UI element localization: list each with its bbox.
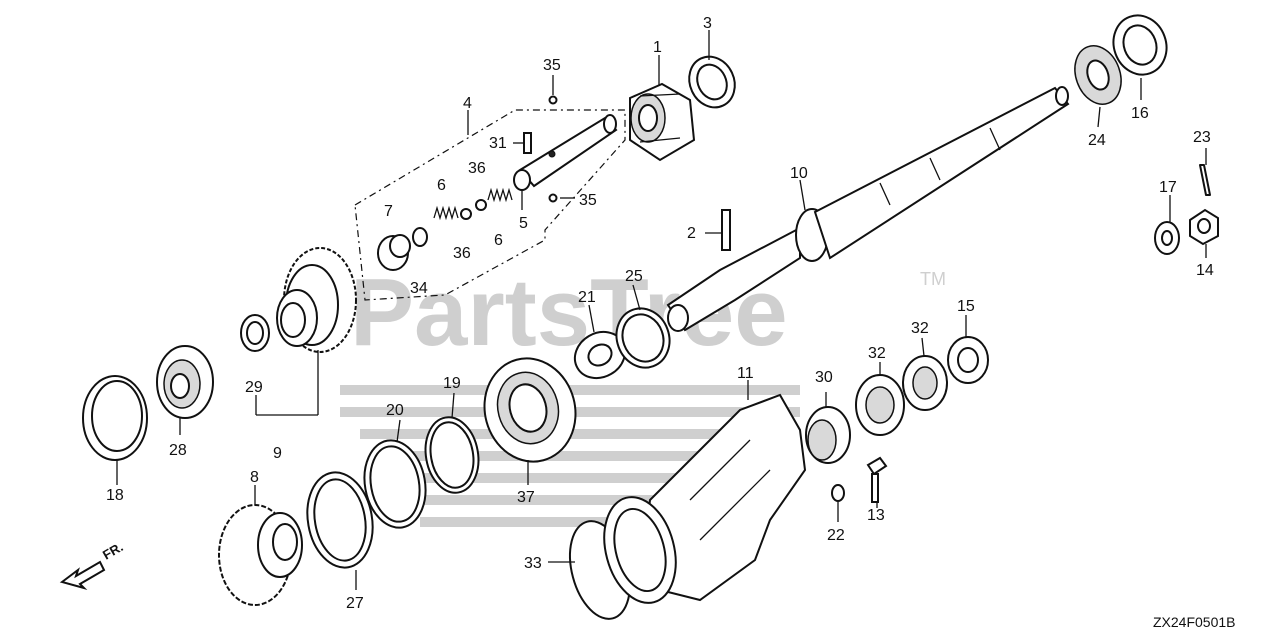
callout-6-right[interactable]: 6 — [494, 232, 503, 249]
part-10-main-shaft[interactable] — [666, 86, 1070, 332]
part-23-cotter-pin[interactable] — [1199, 164, 1211, 196]
part-5-bushing[interactable] — [513, 169, 531, 191]
part-11-gearcase[interactable] — [638, 393, 807, 602]
callout-33[interactable]: 33 — [524, 555, 542, 572]
callout-37[interactable]: 37 — [517, 489, 535, 506]
callout-35-right[interactable]: 35 — [579, 192, 597, 209]
callout-29[interactable]: 29 — [245, 379, 263, 396]
callout-30[interactable]: 30 — [815, 369, 833, 386]
part-35-ball-a[interactable] — [548, 95, 558, 105]
part-8-bevel-gear[interactable] — [218, 504, 303, 606]
callout-9[interactable]: 9 — [273, 445, 282, 462]
part-31-pin[interactable] — [523, 132, 532, 154]
part-17-bearing[interactable] — [1154, 221, 1180, 255]
part-16-washer[interactable] — [1105, 8, 1174, 82]
front-label: FR. — [100, 539, 126, 562]
part-37-bearing-housing[interactable] — [473, 348, 587, 472]
part-19-ring[interactable] — [420, 413, 484, 497]
callout-5[interactable]: 5 — [519, 215, 528, 232]
callout-34[interactable]: 34 — [410, 280, 428, 297]
part-36-ball-b[interactable] — [475, 199, 487, 211]
drawing-code: ZX24F0501B — [1153, 614, 1236, 630]
callout-28[interactable]: 28 — [169, 442, 187, 459]
part-2-pin[interactable] — [721, 209, 731, 251]
callout-7[interactable]: 7 — [384, 203, 393, 220]
part-9-gear[interactable] — [276, 247, 357, 353]
callout-36-bottom[interactable]: 36 — [453, 245, 471, 262]
part-36-ball-a[interactable] — [460, 208, 472, 220]
part-32-bearing-a[interactable] — [855, 374, 905, 436]
part-1-collar[interactable] — [629, 82, 696, 162]
callout-17[interactable]: 17 — [1159, 179, 1177, 196]
part-20-ring[interactable] — [358, 435, 432, 532]
watermark: PartsTree TM — [340, 259, 946, 527]
callout-14[interactable]: 14 — [1196, 262, 1214, 279]
part-29-bearing[interactable] — [240, 314, 270, 352]
callout-13[interactable]: 13 — [867, 507, 885, 524]
part-21-washer[interactable] — [566, 323, 633, 387]
callouts: 1 3 35 4 31 36 35 5 6 6 36 7 34 10 2 25 … — [106, 15, 1214, 612]
callout-23[interactable]: 23 — [1193, 129, 1211, 146]
callout-1[interactable]: 1 — [653, 39, 662, 56]
callout-2[interactable]: 2 — [687, 225, 696, 242]
callout-24[interactable]: 24 — [1088, 132, 1106, 149]
callout-21[interactable]: 21 — [578, 289, 596, 306]
callout-8[interactable]: 8 — [250, 469, 259, 486]
part-34-clip[interactable] — [412, 227, 428, 247]
callout-4[interactable]: 4 — [463, 95, 472, 112]
callout-32-right[interactable]: 32 — [911, 320, 929, 337]
part-3-ring[interactable] — [681, 49, 743, 115]
part-35-ball-b[interactable] — [548, 193, 558, 203]
callout-19[interactable]: 19 — [443, 375, 461, 392]
part-18-ring[interactable] — [82, 375, 148, 461]
part-13-bolt[interactable] — [866, 456, 888, 503]
callout-27[interactable]: 27 — [346, 595, 364, 612]
callout-22[interactable]: 22 — [827, 527, 845, 544]
part-30-bearing[interactable] — [805, 406, 851, 464]
assembly-4-outline — [354, 109, 626, 301]
callout-36-top[interactable]: 36 — [468, 160, 486, 177]
callout-32-left[interactable]: 32 — [868, 345, 886, 362]
callout-10[interactable]: 10 — [790, 165, 808, 182]
part-6-spring-b[interactable] — [487, 187, 513, 203]
callout-31[interactable]: 31 — [489, 135, 507, 152]
leader-lines — [116, 30, 1207, 590]
part-24-bearing[interactable] — [1067, 39, 1129, 110]
callout-25[interactable]: 25 — [625, 268, 643, 285]
callout-3[interactable]: 3 — [703, 15, 712, 32]
callout-35-top[interactable]: 35 — [543, 57, 561, 74]
callout-16[interactable]: 16 — [1131, 105, 1149, 122]
front-direction-indicator: FR. — [59, 539, 126, 590]
part-14-nut[interactable] — [1189, 208, 1219, 246]
callout-6-left[interactable]: 6 — [437, 177, 446, 194]
part-7-cap[interactable] — [377, 234, 411, 271]
part-4-shaft[interactable] — [518, 114, 618, 188]
callout-20[interactable]: 20 — [386, 402, 404, 419]
part-28-bearing[interactable] — [156, 345, 214, 419]
front-arrow-icon — [59, 560, 106, 590]
part-6-spring-a[interactable] — [433, 205, 459, 221]
part-22-washer[interactable] — [831, 484, 845, 502]
part-33-seal[interactable] — [560, 489, 687, 626]
part-15-seal[interactable] — [947, 336, 989, 384]
callout-18[interactable]: 18 — [106, 487, 124, 504]
watermark-trademark: TM — [920, 269, 946, 289]
part-25-ring[interactable] — [608, 301, 677, 375]
callout-11[interactable]: 11 — [737, 365, 754, 382]
part-32-bearing-b[interactable] — [902, 355, 948, 411]
part-27-ring[interactable] — [300, 467, 380, 573]
callout-15[interactable]: 15 — [957, 298, 975, 315]
